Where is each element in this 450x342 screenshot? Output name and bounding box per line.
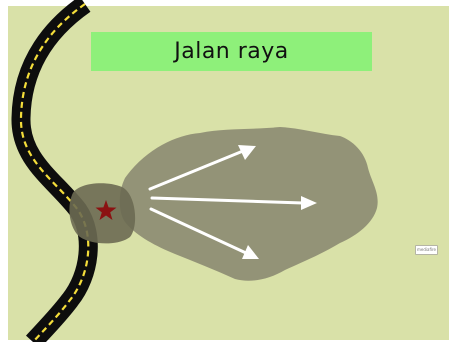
arrow-upper-head (238, 145, 256, 160)
arrow-lower (149, 207, 248, 255)
star-icon (95, 200, 117, 220)
arrow-icon (148, 145, 317, 259)
arrow-lower-head (242, 245, 259, 259)
watermark-badge: mediafire (415, 245, 438, 255)
road-label: Jalan raya (91, 32, 372, 71)
arrow-upper (148, 149, 245, 191)
arrow-middle-head (301, 196, 317, 210)
dispersion-plume (119, 127, 378, 281)
watermark-badge-text: mediafire (417, 247, 436, 252)
arrow-middle (150, 196, 305, 205)
road-label-text: Jalan raya (174, 39, 289, 64)
